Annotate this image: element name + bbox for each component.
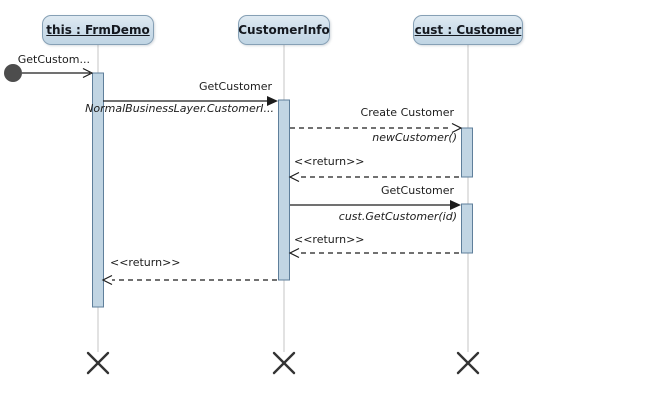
message-label-return-3: <<return>> (110, 256, 181, 269)
destroy-x-customer (456, 351, 480, 375)
message-label-return-2: <<return>> (294, 233, 365, 246)
lifeline-label-customerinfo: CustomerInfo (238, 23, 330, 37)
arrowhead-open-return-1 (288, 171, 300, 183)
destroy-x-customerinfo (272, 351, 296, 375)
start-node (4, 64, 22, 82)
arrowhead-open-start-call (82, 67, 94, 79)
lifeline-head-frmdemo: this : FrmDemo (42, 15, 154, 45)
message-sublabel-get-customer-1: NormalBusinessLayer.CustomerI... (85, 102, 274, 115)
message-sublabel-get-customer-2: cust.GetCustomer(id) (338, 210, 457, 223)
arrowhead-open-return-3 (101, 274, 113, 286)
activation-bar-customer-2 (461, 203, 473, 254)
message-label-get-customer-1: GetCustomer (198, 80, 272, 93)
arrowhead-open-create-customer (451, 122, 463, 134)
message-label-return-1: <<return>> (294, 155, 365, 168)
lifeline-label-customer: cust : Customer (414, 23, 522, 37)
destroy-x-frmdemo (86, 351, 110, 375)
arrowhead-filled-get-customer-1 (267, 96, 278, 106)
activation-bar-customer-1 (461, 127, 473, 178)
activation-bar-frmdemo (92, 72, 104, 308)
message-label-get-customer-2: GetCustomer (380, 184, 454, 197)
message-sublabel-create-customer: newCustomer() (372, 131, 457, 144)
activation-bar-customerinfo (278, 99, 290, 281)
lifeline-head-customer: cust : Customer (413, 15, 523, 45)
lifeline-head-customerinfo: CustomerInfo (238, 15, 330, 45)
message-label-create-customer: Create Customer (360, 106, 454, 119)
message-label-start-call: GetCustom... (17, 53, 90, 66)
arrowhead-open-return-2 (288, 247, 300, 259)
arrowhead-filled-get-customer-2 (450, 200, 461, 210)
lifeline-label-frmdemo: this : FrmDemo (46, 23, 150, 37)
